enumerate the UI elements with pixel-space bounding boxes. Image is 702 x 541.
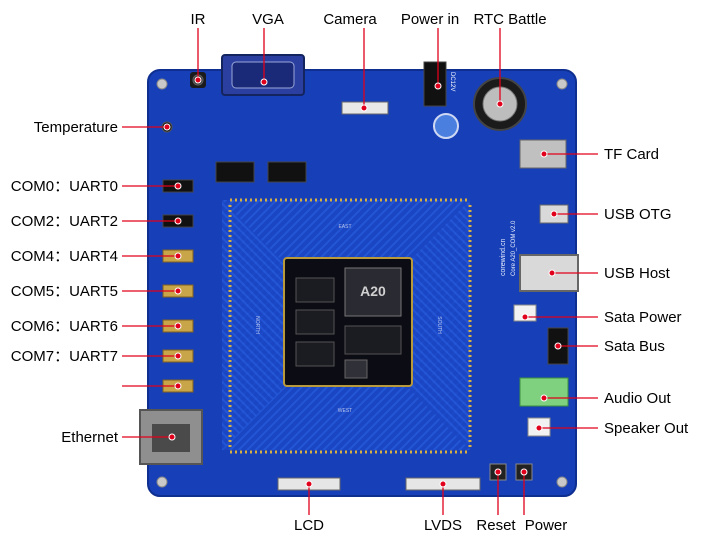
- vga-connector: [221, 54, 305, 96]
- label-usb-host: USB Host: [604, 265, 671, 282]
- leader-dot-temperature: [163, 123, 171, 131]
- label-com4: COM4：UART4: [11, 248, 118, 265]
- leader-dot-com0: [174, 182, 182, 190]
- label-lcd: LCD: [294, 517, 324, 534]
- label-ir: IR: [191, 11, 206, 28]
- label-ethernet: Ethernet: [61, 429, 119, 446]
- leader-dot-ir: [194, 76, 202, 84]
- soc-marking: A20: [360, 283, 386, 299]
- label-temperature: Temperature: [34, 119, 118, 136]
- label-power: Power: [525, 517, 568, 534]
- leader-dot-usb-host: [548, 269, 556, 277]
- ram-chip: [295, 277, 335, 303]
- core-module: A20: [283, 257, 413, 387]
- leader-dot-camera: [360, 104, 368, 112]
- silk-west: WEST: [338, 408, 352, 414]
- label-lvds: LVDS: [424, 517, 462, 534]
- label-sata-power: Sata Power: [604, 309, 682, 326]
- label-com0: COM0：UART0: [11, 178, 118, 195]
- audio-out-jack: [519, 377, 569, 407]
- ram-chip: [295, 341, 335, 367]
- leader-dot-tf-card: [540, 150, 548, 158]
- soc-chip: [344, 267, 402, 317]
- ram-chip: [295, 309, 335, 335]
- pmic-chip: [344, 359, 368, 379]
- mount-hole: [156, 476, 168, 488]
- leader-dot-sata-power: [521, 313, 529, 321]
- leader-dot-ethernet: [168, 433, 176, 441]
- leader-dot-com7: [174, 352, 182, 360]
- pcb-board: A20 DC12V: [139, 54, 579, 497]
- leader-dot-lvds: [439, 480, 447, 488]
- leader-dot-vga: [260, 78, 268, 86]
- leader-dot-com5: [174, 287, 182, 295]
- pin-header: [267, 161, 307, 183]
- label-sata-bus: Sata Bus: [604, 338, 665, 355]
- leader-dot-sata-bus: [554, 342, 562, 350]
- label-speaker-out: Speaker Out: [604, 420, 689, 437]
- pin-header: [215, 161, 255, 183]
- leader-dot-power: [520, 468, 528, 476]
- label-camera: Camera: [323, 11, 377, 28]
- brand-silk: corewind.cn: [500, 239, 507, 276]
- leader-dot-rtc: [496, 100, 504, 108]
- power-jack-silk: DC12V: [449, 72, 455, 91]
- label-com6: COM6：UART6: [11, 318, 118, 335]
- mount-hole: [556, 476, 568, 488]
- leader-dot-usb-otg: [550, 210, 558, 218]
- vga-port: [231, 61, 295, 89]
- model-silk: Core A20_COM v2.0: [511, 220, 517, 276]
- leader-dot-com4: [174, 252, 182, 260]
- power-jack: DC12V: [423, 61, 455, 107]
- mount-hole: [156, 78, 168, 90]
- label-com2: COM2：UART2: [11, 213, 118, 230]
- leader-dot-com2: [174, 217, 182, 225]
- leader-dot-spare: [174, 382, 182, 390]
- mount-hole: [556, 78, 568, 90]
- power-jack-body: [423, 61, 447, 107]
- silk-south: SOUTH: [436, 316, 442, 334]
- label-reset: Reset: [476, 517, 516, 534]
- leader-dot-audio-out: [540, 394, 548, 402]
- silk-east: EAST: [338, 224, 351, 230]
- leader-lines: [122, 28, 598, 515]
- nand-chip: [344, 325, 402, 355]
- label-usb-otg: USB OTG: [604, 206, 672, 223]
- label-com7: COM7：UART7: [11, 348, 118, 365]
- label-tf-card: TF Card: [604, 146, 659, 163]
- leader-dot-com6: [174, 322, 182, 330]
- leader-dot-speaker-out: [535, 424, 543, 432]
- leader-dot-lcd: [305, 480, 313, 488]
- label-vga: VGA: [252, 11, 284, 28]
- capacitor: [433, 113, 459, 139]
- label-rtc-battle: RTC Battle: [473, 11, 546, 28]
- callout-labels: IR VGA Camera Power in RTC Battle Temper…: [11, 11, 689, 534]
- label-power-in: Power in: [401, 11, 459, 28]
- label-com5: COM5：UART5: [11, 283, 118, 300]
- silk-north: NORTH: [254, 316, 260, 334]
- label-audio-out: Audio Out: [604, 390, 672, 407]
- leader-dot-reset: [494, 468, 502, 476]
- leader-dot-power-in: [434, 82, 442, 90]
